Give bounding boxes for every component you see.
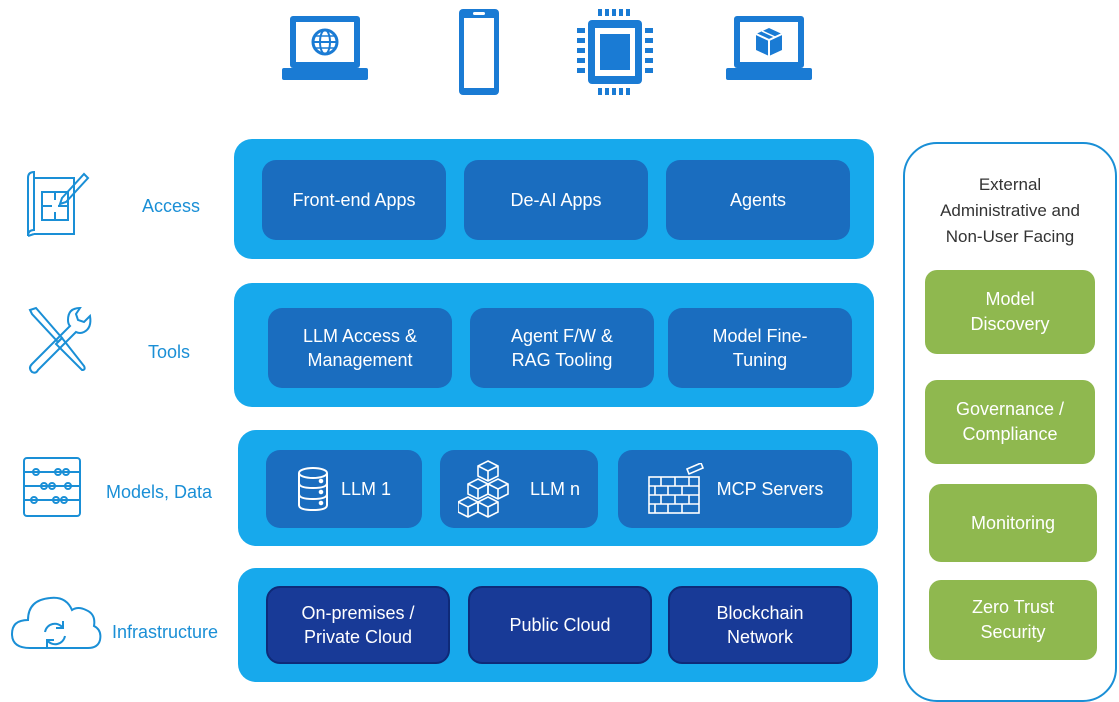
laptop-package-icon	[726, 12, 812, 84]
cubes-icon	[457, 459, 518, 519]
layer-band-infrastructure: On-premises / Private Cloud Public Cloud…	[238, 568, 878, 682]
external-zero-trust-security: Zero Trust Security	[929, 580, 1097, 660]
layer-label-access: Access	[142, 196, 201, 216]
layer-band-tools: LLM Access & Management Agent F/W & RAG …	[234, 283, 874, 407]
component-public-cloud: Public Cloud	[468, 586, 652, 664]
layer-band-access: Front-end Apps De-AI Apps Agents	[234, 139, 874, 259]
wrench-screwdriver-icon	[22, 304, 94, 376]
laptop-globe-icon	[282, 12, 368, 84]
cloud-sync-icon	[10, 588, 102, 652]
component-front-end-apps: Front-end Apps	[262, 160, 446, 240]
component-model-fine-tuning: Model Fine- Tuning	[668, 308, 852, 388]
component-de-ai-apps: De-AI Apps	[464, 160, 648, 240]
layer-label-tools: Tools	[148, 342, 191, 362]
external-panel-title: External Administrative and Non-User Fac…	[940, 175, 1080, 246]
component-agent-fw-rag-tooling: Agent F/W & RAG Tooling	[470, 308, 654, 388]
component-agents: Agents	[666, 160, 850, 240]
blueprint-pencil-icon	[22, 168, 92, 240]
component-llm-access-management: LLM Access & Management	[268, 308, 452, 388]
component-llm-1: LLM 1	[266, 450, 422, 528]
component-mcp-servers: MCP Servers	[618, 450, 852, 528]
database-icon	[297, 467, 329, 511]
external-monitoring: Monitoring	[929, 484, 1097, 562]
component-on-premises-private-cloud: On-premises / Private Cloud	[266, 586, 450, 664]
external-panel: External Administrative and Non-User Fac…	[903, 142, 1117, 702]
external-model-discovery: Model Discovery	[925, 270, 1095, 354]
layer-label-models-data: Models, Data	[106, 482, 213, 502]
abacus-icon	[22, 456, 82, 518]
component-llm-n: LLM n	[440, 450, 598, 528]
external-governance-compliance: Governance / Compliance	[925, 380, 1095, 464]
chip-icon	[576, 8, 654, 96]
layer-label-infrastructure: Infrastructure	[112, 622, 219, 642]
smartphone-icon	[458, 8, 500, 96]
layer-band-models-data: LLM 1 LLM n MCP Servers	[238, 430, 878, 546]
component-blockchain-network: Blockchain Network	[668, 586, 852, 664]
firewall-icon	[647, 463, 705, 515]
